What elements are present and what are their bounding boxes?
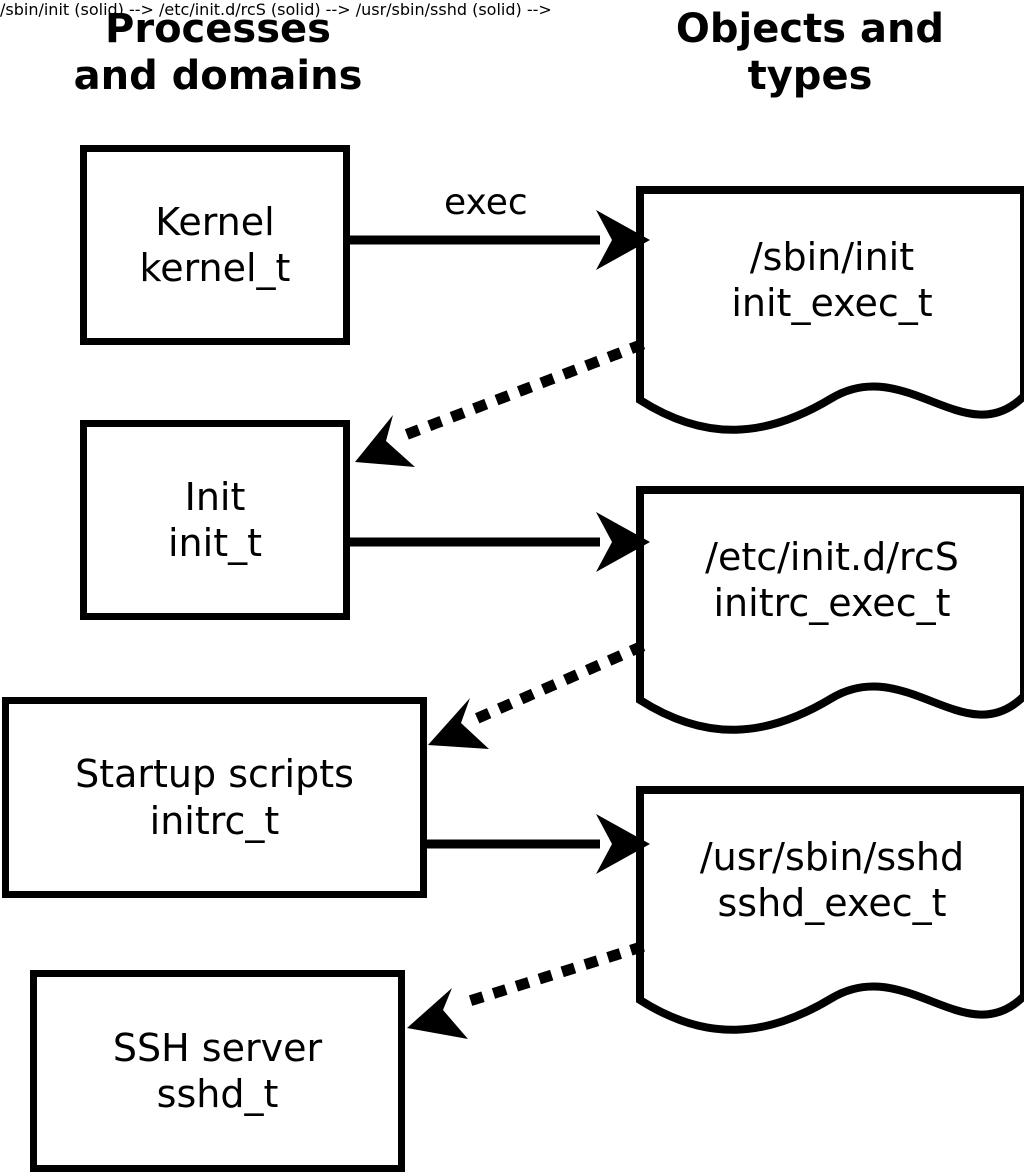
process-box-sshd-type: sshd_t: [156, 1072, 279, 1116]
process-box-init-name: Init: [184, 474, 246, 519]
object-doc-sshd-exec[interactable]: /usr/sbin/sshd sshd_exec_t: [636, 786, 1024, 1036]
process-box-sshd[interactable]: SSH server sshd_t: [30, 970, 405, 1172]
process-box-kernel-name: Kernel: [155, 199, 275, 244]
object-doc-init-exec[interactable]: /sbin/init init_exec_t: [636, 186, 1024, 436]
edge-label-exec: exec: [444, 182, 528, 223]
process-box-sshd-name: SSH server: [112, 1025, 323, 1070]
object-doc-initrc-exec[interactable]: /etc/init.d/rcS initrc_exec_t: [636, 486, 1024, 736]
column-header-processes: Processes and domains: [73, 6, 363, 100]
process-box-kernel-type: kernel_t: [139, 246, 291, 290]
process-box-initrc-type: initrc_t: [149, 798, 280, 843]
process-box-init[interactable]: Init init_t: [80, 420, 350, 620]
column-header-objects: Objects and types: [675, 6, 945, 100]
process-box-kernel[interactable]: Kernel kernel_t: [80, 145, 350, 345]
process-box-initrc-name: Startup scripts: [75, 752, 354, 797]
process-box-initrc[interactable]: Startup scripts initrc_t: [2, 697, 427, 898]
process-box-init-type: init_t: [168, 521, 262, 565]
